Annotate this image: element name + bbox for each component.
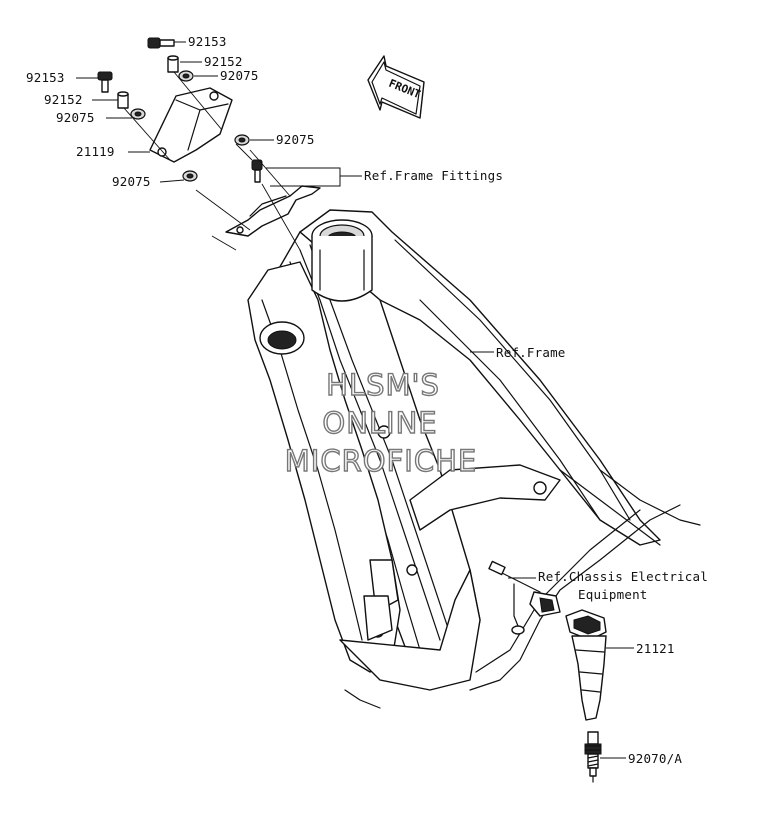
label-92075-right: 92075 (276, 132, 315, 147)
watermark-line1: HLSM'S (325, 368, 440, 402)
label-92075-left: 92075 (56, 110, 95, 125)
label-92075-top: 92075 (220, 68, 259, 83)
label-92152-top: 92152 (204, 54, 243, 69)
collar-92152-left-icon (117, 91, 129, 109)
watermark-line2: ONLINE (322, 406, 438, 440)
bolt-92075-mid-icon (251, 159, 263, 183)
collar-92152-top-icon (167, 55, 179, 73)
label-92070a: 92070/A (628, 751, 683, 766)
label-21119: 21119 (76, 144, 115, 159)
label-ref-chassis-line2: Equipment (578, 587, 648, 602)
label-ref-frame-fittings: Ref.Frame Fittings (364, 168, 504, 183)
bracket-21119 (149, 87, 233, 163)
label-21121: 21121 (636, 641, 675, 656)
label-ref-frame: Ref.Frame (496, 345, 566, 360)
spark-plug-92070a (584, 731, 602, 783)
label-92075-low: 92075 (112, 174, 151, 189)
fitting-plate (225, 185, 321, 237)
watermark-line3: MICROFICHE (284, 444, 478, 478)
grommet-92075-left-icon (130, 108, 146, 120)
label-ref-chassis-line1: Ref.Chassis Electrical (538, 569, 708, 584)
label-92152-left: 92152 (44, 92, 83, 107)
bolt-92153-left-icon (97, 71, 113, 93)
grommet-92075-top-icon (178, 70, 194, 82)
grommet-92075-right-icon (234, 134, 250, 146)
label-92153-left: 92153 (26, 70, 65, 85)
bolt-92153-top-icon (147, 37, 175, 49)
front-arrow-icon: FRONT (367, 55, 425, 119)
grommet-92075-low-icon (182, 170, 198, 182)
leader-lines (76, 41, 634, 759)
ignition-coil-21121 (488, 560, 607, 721)
assembly-lines (123, 71, 301, 251)
label-92153-top: 92153 (188, 34, 227, 49)
